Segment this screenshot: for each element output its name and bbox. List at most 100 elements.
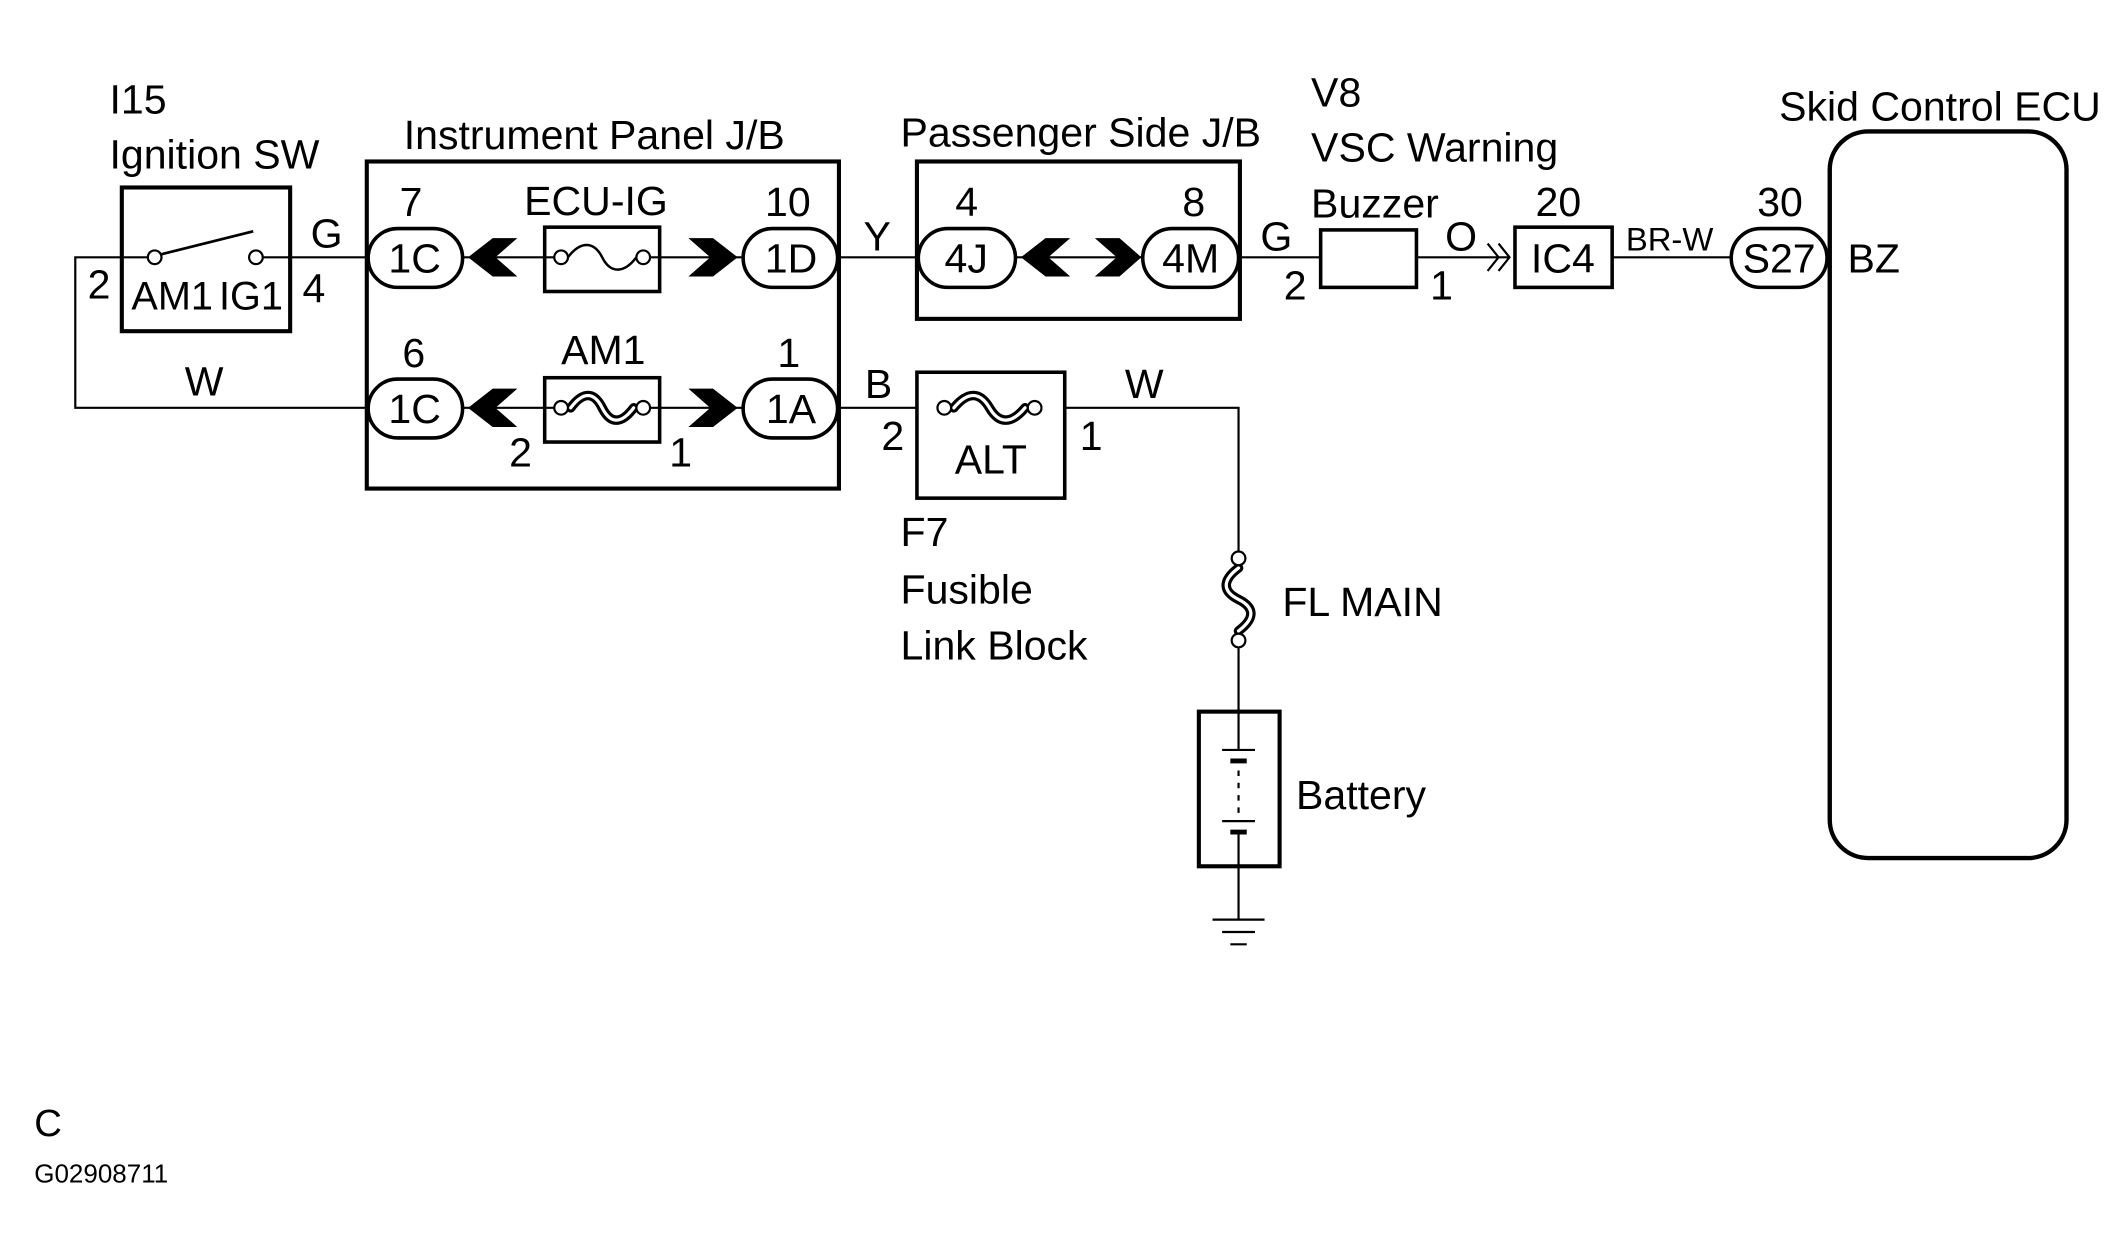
buzzer-code: V8 (1311, 70, 1361, 116)
ignition-switch-contacts (146, 229, 264, 266)
in-line-connector-icon (1486, 242, 1500, 272)
connector-passenger-jb-in (916, 226, 1018, 290)
buzzer-box (1318, 228, 1419, 290)
jb-lower-in-pin: 6 (402, 330, 425, 376)
battery-label: Battery (1296, 772, 1427, 818)
skid-control-ecu-box (1827, 129, 2069, 861)
wire-color-ignition-to-jb: G (311, 211, 343, 257)
jb-lower-out-connector: 1A (766, 386, 817, 432)
passenger-jb-in-connector: 4J (945, 235, 988, 281)
connector-jb-upper-in (366, 226, 465, 290)
enclosures (119, 129, 2069, 869)
fusible-link-core (1224, 566, 1253, 633)
connector-jb-upper-out (741, 226, 840, 290)
fuse-terminal (1230, 550, 1247, 567)
chevron-right-icon (688, 238, 738, 277)
fuse-icon (566, 243, 638, 271)
ignition-pin-right: 4 (302, 265, 325, 311)
jb-upper-in-pin: 7 (400, 179, 423, 225)
fuse-alt-symbol (936, 390, 1043, 425)
passenger-jb-out-pin: 8 (1182, 179, 1205, 225)
wire-alt-to-main-fuse (1041, 406, 1240, 552)
passenger-side-jb-labels: Passenger Side J/B 4 8 4J 4M (901, 109, 1262, 281)
in-line-connector-icon (1497, 242, 1511, 272)
fusible-link-block-name-line1: Fusible (901, 567, 1033, 613)
ignition-contact-left (146, 249, 163, 266)
ignition-switch-code: I15 (109, 77, 166, 123)
ignition-terminal-left: AM1 (131, 274, 213, 318)
fusible-link-pin-out: 1 (1080, 413, 1103, 459)
wire-color-junction-to-ecu: BR-W (1626, 220, 1714, 257)
fuse-terminal (1026, 399, 1043, 416)
junction-and-ecu-labels: 20 IC4 Skid Control ECU 30 S27 BZ (1531, 83, 2101, 281)
wire-color-buzzer-to-junction: O (1445, 213, 1477, 259)
wire-color-passenger-jb-to-buzzer: G (1260, 213, 1292, 259)
jb-lower-fuse-label: AM1 (561, 327, 645, 373)
ignition-terminal-right: IG1 (219, 274, 283, 318)
jb-lower-fuse-pin-right: 1 (669, 430, 692, 476)
connector-jb-lower-out (741, 377, 840, 440)
fuse-terminal (936, 399, 953, 416)
fuse-terminal (553, 399, 570, 416)
jb-upper-fuse-label: ECU-IG (524, 178, 668, 224)
wires (74, 256, 1732, 920)
connector-ecu (1729, 226, 1829, 290)
passenger-jb-out-connector: 4M (1162, 235, 1219, 281)
ecu-terminal-label: BZ (1848, 235, 1900, 281)
power-supply-labels: F7 Fusible Link Block ALT 2 1 FL MAIN Ba… (881, 413, 1442, 818)
fuse-am1-symbol (544, 390, 660, 425)
ignition-pin-left: 2 (88, 261, 111, 307)
ecu-connector-label: S27 (1743, 235, 1816, 281)
wire-color-labels: G W Y G O BR-W B W (185, 211, 1714, 408)
footer: C G02908711 (34, 1102, 168, 1189)
chevron-right-icon (1094, 238, 1142, 277)
fuse-terminal (553, 249, 570, 266)
passenger-side-jb-title: Passenger Side J/B (901, 109, 1262, 155)
figure-id: G02908711 (34, 1158, 168, 1188)
junction-connector-label: IC4 (1531, 235, 1595, 281)
ignition-switch-blade (159, 229, 254, 256)
buzzer-name-line2: Buzzer (1311, 181, 1439, 227)
jb-lower-fuse-pin-left: 2 (509, 430, 532, 476)
jb-upper-out-connector: 1D (765, 235, 817, 281)
junction-connector-box (1513, 225, 1614, 290)
wire-color-ignition-return: W (185, 359, 224, 405)
buzzer-labels: V8 VSC Warning Buzzer 2 1 (1284, 70, 1558, 309)
fusible-link-block-name-line2: Link Block (901, 623, 1089, 669)
ignition-switch-name: Ignition SW (109, 131, 319, 177)
skid-control-ecu-title: Skid Control ECU (1779, 83, 2101, 129)
buzzer-pin-in: 2 (1284, 263, 1307, 309)
section-letter: C (34, 1102, 62, 1145)
wire-color-jb-to-passenger-jb: Y (864, 213, 891, 259)
fuse-terminal (635, 399, 652, 416)
ignition-switch-labels: I15 Ignition SW AM1 IG1 2 4 (88, 77, 326, 319)
battery-icon (1222, 711, 1255, 867)
wire-color-jb-to-alt: B (865, 361, 892, 407)
passenger-jb-in-pin: 4 (955, 179, 978, 225)
instrument-panel-jb-title: Instrument Panel J/B (404, 112, 785, 158)
buzzer-pin-out: 1 (1430, 263, 1453, 309)
connector-jb-lower-in (366, 377, 465, 440)
chevron-left-icon (1020, 238, 1071, 277)
wire-ignition-return (74, 256, 367, 409)
fuse-terminal (1230, 632, 1247, 649)
instrument-panel-jb-labels: Instrument Panel J/B 7 ECU-IG 10 1C 1D 6… (388, 112, 817, 476)
jb-upper-out-pin: 10 (765, 179, 811, 225)
fuse-fl-main-symbol (1221, 550, 1256, 649)
connector-passenger-jb-out (1140, 226, 1241, 290)
jb-lower-out-pin: 1 (777, 330, 800, 376)
wire-color-alt-to-main-fuse: W (1125, 361, 1164, 407)
fusible-link-alt-label: ALT (955, 437, 1027, 483)
buzzer-name-line1: VSC Warning (1311, 124, 1558, 170)
ecu-connector-pin: 30 (1757, 179, 1803, 225)
instrument-panel-jb-box (364, 159, 841, 491)
ignition-contact-right (247, 249, 264, 266)
fusible-link-alt-box (915, 370, 1067, 500)
component-boxes (542, 225, 1614, 500)
fusible-link-core (569, 393, 636, 422)
main-fuse-label: FL MAIN (1282, 579, 1442, 625)
fusible-link-block-code: F7 (901, 509, 949, 555)
ignition-switch-box (119, 185, 293, 334)
